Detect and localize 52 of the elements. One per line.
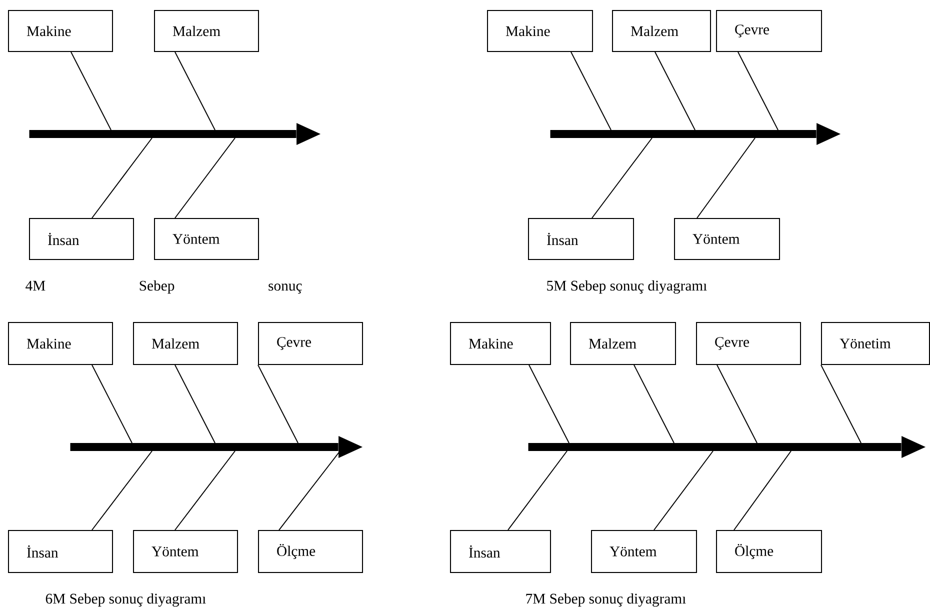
bone-line: [820, 364, 862, 444]
cause-box: Makine: [8, 322, 113, 365]
bone-line: [174, 138, 236, 218]
cause-box: Malzem: [612, 10, 711, 52]
spine-arrow: [528, 436, 926, 458]
bone-line: [92, 138, 152, 218]
cause-box: Ölçme: [716, 530, 822, 573]
bone-line: [570, 52, 612, 130]
cause-box: Malzem: [133, 322, 238, 365]
bone-line: [70, 52, 112, 130]
cause-box: Yönetim: [821, 322, 930, 365]
caption: 6M Sebep sonuç diyagramı: [46, 593, 206, 607]
bone-line: [696, 138, 756, 218]
bone-line: [174, 364, 216, 444]
spine-arrow: [29, 123, 321, 145]
bone-line: [258, 364, 298, 444]
caption: 5M Sebep sonuç diyagramı: [547, 280, 707, 294]
bone-line: [92, 364, 132, 444]
cause-box: Çevre: [696, 322, 802, 365]
bone-line: [654, 450, 714, 530]
cause-box: İnsan: [450, 530, 551, 573]
caption: 7M Sebep sonuç diyagramı: [526, 593, 686, 607]
cause-box: Makine: [487, 10, 593, 52]
cause-box: Makine: [450, 322, 551, 365]
cause-box: İnsan: [8, 530, 113, 573]
bone-line: [508, 450, 568, 530]
cause-box: Malzem: [154, 10, 259, 52]
cause-box: Çevre: [258, 322, 363, 365]
cause-box: İnsan: [528, 218, 634, 260]
caption: 4M Sebep sonuç: [26, 280, 302, 294]
bone-line: [716, 364, 758, 444]
cause-box: İnsan: [29, 218, 134, 260]
bone-line: [528, 364, 570, 444]
cause-box: Yöntem: [591, 530, 697, 573]
bone-line: [734, 450, 792, 530]
cause-box: Yöntem: [154, 218, 259, 260]
spine-arrow: [550, 123, 841, 145]
cause-box: Ölçme: [258, 530, 363, 573]
cause-box: Çevre: [716, 10, 822, 52]
cause-box: Yöntem: [133, 530, 238, 573]
bone-line: [634, 364, 674, 444]
bone-line: [92, 450, 152, 530]
cause-box: Makine: [8, 10, 113, 52]
bone-line: [592, 138, 652, 218]
cause-box: Yöntem: [674, 218, 780, 260]
cause-box: Malzem: [570, 322, 676, 365]
bone-line: [174, 450, 236, 530]
bone-line: [654, 52, 696, 130]
bone-line: [278, 450, 340, 530]
bone-line: [174, 52, 216, 130]
bone-line: [738, 52, 779, 130]
spine-arrow: [70, 436, 363, 458]
